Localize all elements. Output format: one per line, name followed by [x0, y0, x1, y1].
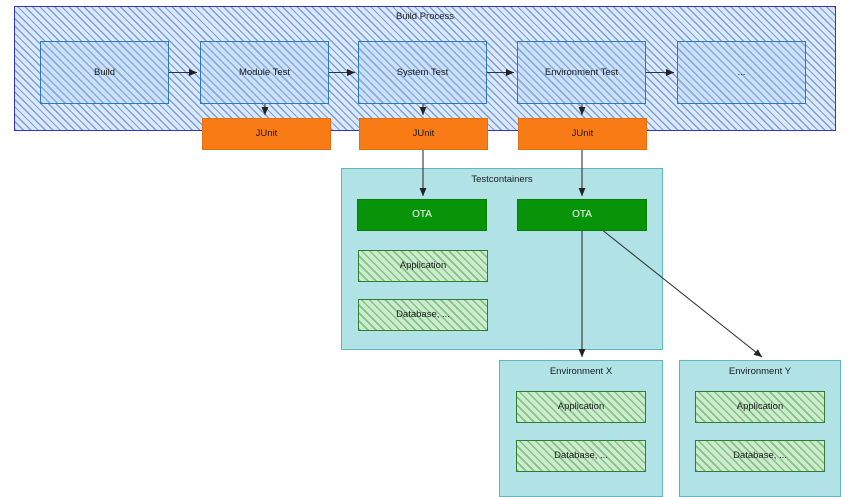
- stage-environment-test[interactable]: Environment Test: [517, 41, 646, 104]
- junit-label: JUnit: [412, 128, 435, 140]
- junit-box-module[interactable]: JUnit: [202, 118, 331, 150]
- item-label: Application: [399, 260, 447, 272]
- stage-build[interactable]: Build: [40, 41, 169, 104]
- stage-label: Environment Test: [544, 66, 619, 78]
- item-label: Application: [557, 401, 605, 413]
- ota-label: OTA: [572, 209, 592, 220]
- junit-box-system[interactable]: JUnit: [359, 118, 488, 150]
- item-label: Database, ...: [554, 450, 608, 462]
- ota-label: OTA: [412, 209, 432, 220]
- environment-y-database-box[interactable]: Database, ...: [695, 440, 825, 472]
- stage-label: ...: [737, 66, 746, 78]
- environment-x-application-box[interactable]: Application: [516, 391, 646, 423]
- environment-y-panel: Environment Y: [679, 360, 841, 497]
- environment-x-title: Environment X: [549, 366, 613, 377]
- ota-box-right[interactable]: OTA: [517, 199, 647, 231]
- environment-y-title: Environment Y: [728, 366, 792, 377]
- ota-box-left[interactable]: OTA: [357, 199, 487, 231]
- junit-box-environment[interactable]: JUnit: [518, 118, 647, 150]
- stage-ellipsis[interactable]: ...: [677, 41, 806, 104]
- testcontainers-database-box[interactable]: Database, ...: [358, 299, 488, 331]
- build-process-title: Build Process: [395, 11, 455, 22]
- environment-x-panel: Environment X: [499, 360, 663, 497]
- stage-label: Module Test: [238, 66, 291, 78]
- testcontainers-title: Testcontainers: [471, 174, 533, 185]
- stage-label: System Test: [396, 66, 449, 78]
- stage-label: Build: [93, 66, 116, 78]
- junit-label: JUnit: [571, 128, 594, 140]
- junit-label: JUnit: [255, 128, 278, 140]
- item-label: Database, ...: [396, 309, 450, 321]
- item-label: Application: [736, 401, 784, 413]
- stage-system-test[interactable]: System Test: [358, 41, 487, 104]
- item-label: Database, ...: [733, 450, 787, 462]
- testcontainers-application-box[interactable]: Application: [358, 250, 488, 282]
- environment-y-application-box[interactable]: Application: [695, 391, 825, 423]
- environment-x-database-box[interactable]: Database, ...: [516, 440, 646, 472]
- stage-module-test[interactable]: Module Test: [200, 41, 329, 104]
